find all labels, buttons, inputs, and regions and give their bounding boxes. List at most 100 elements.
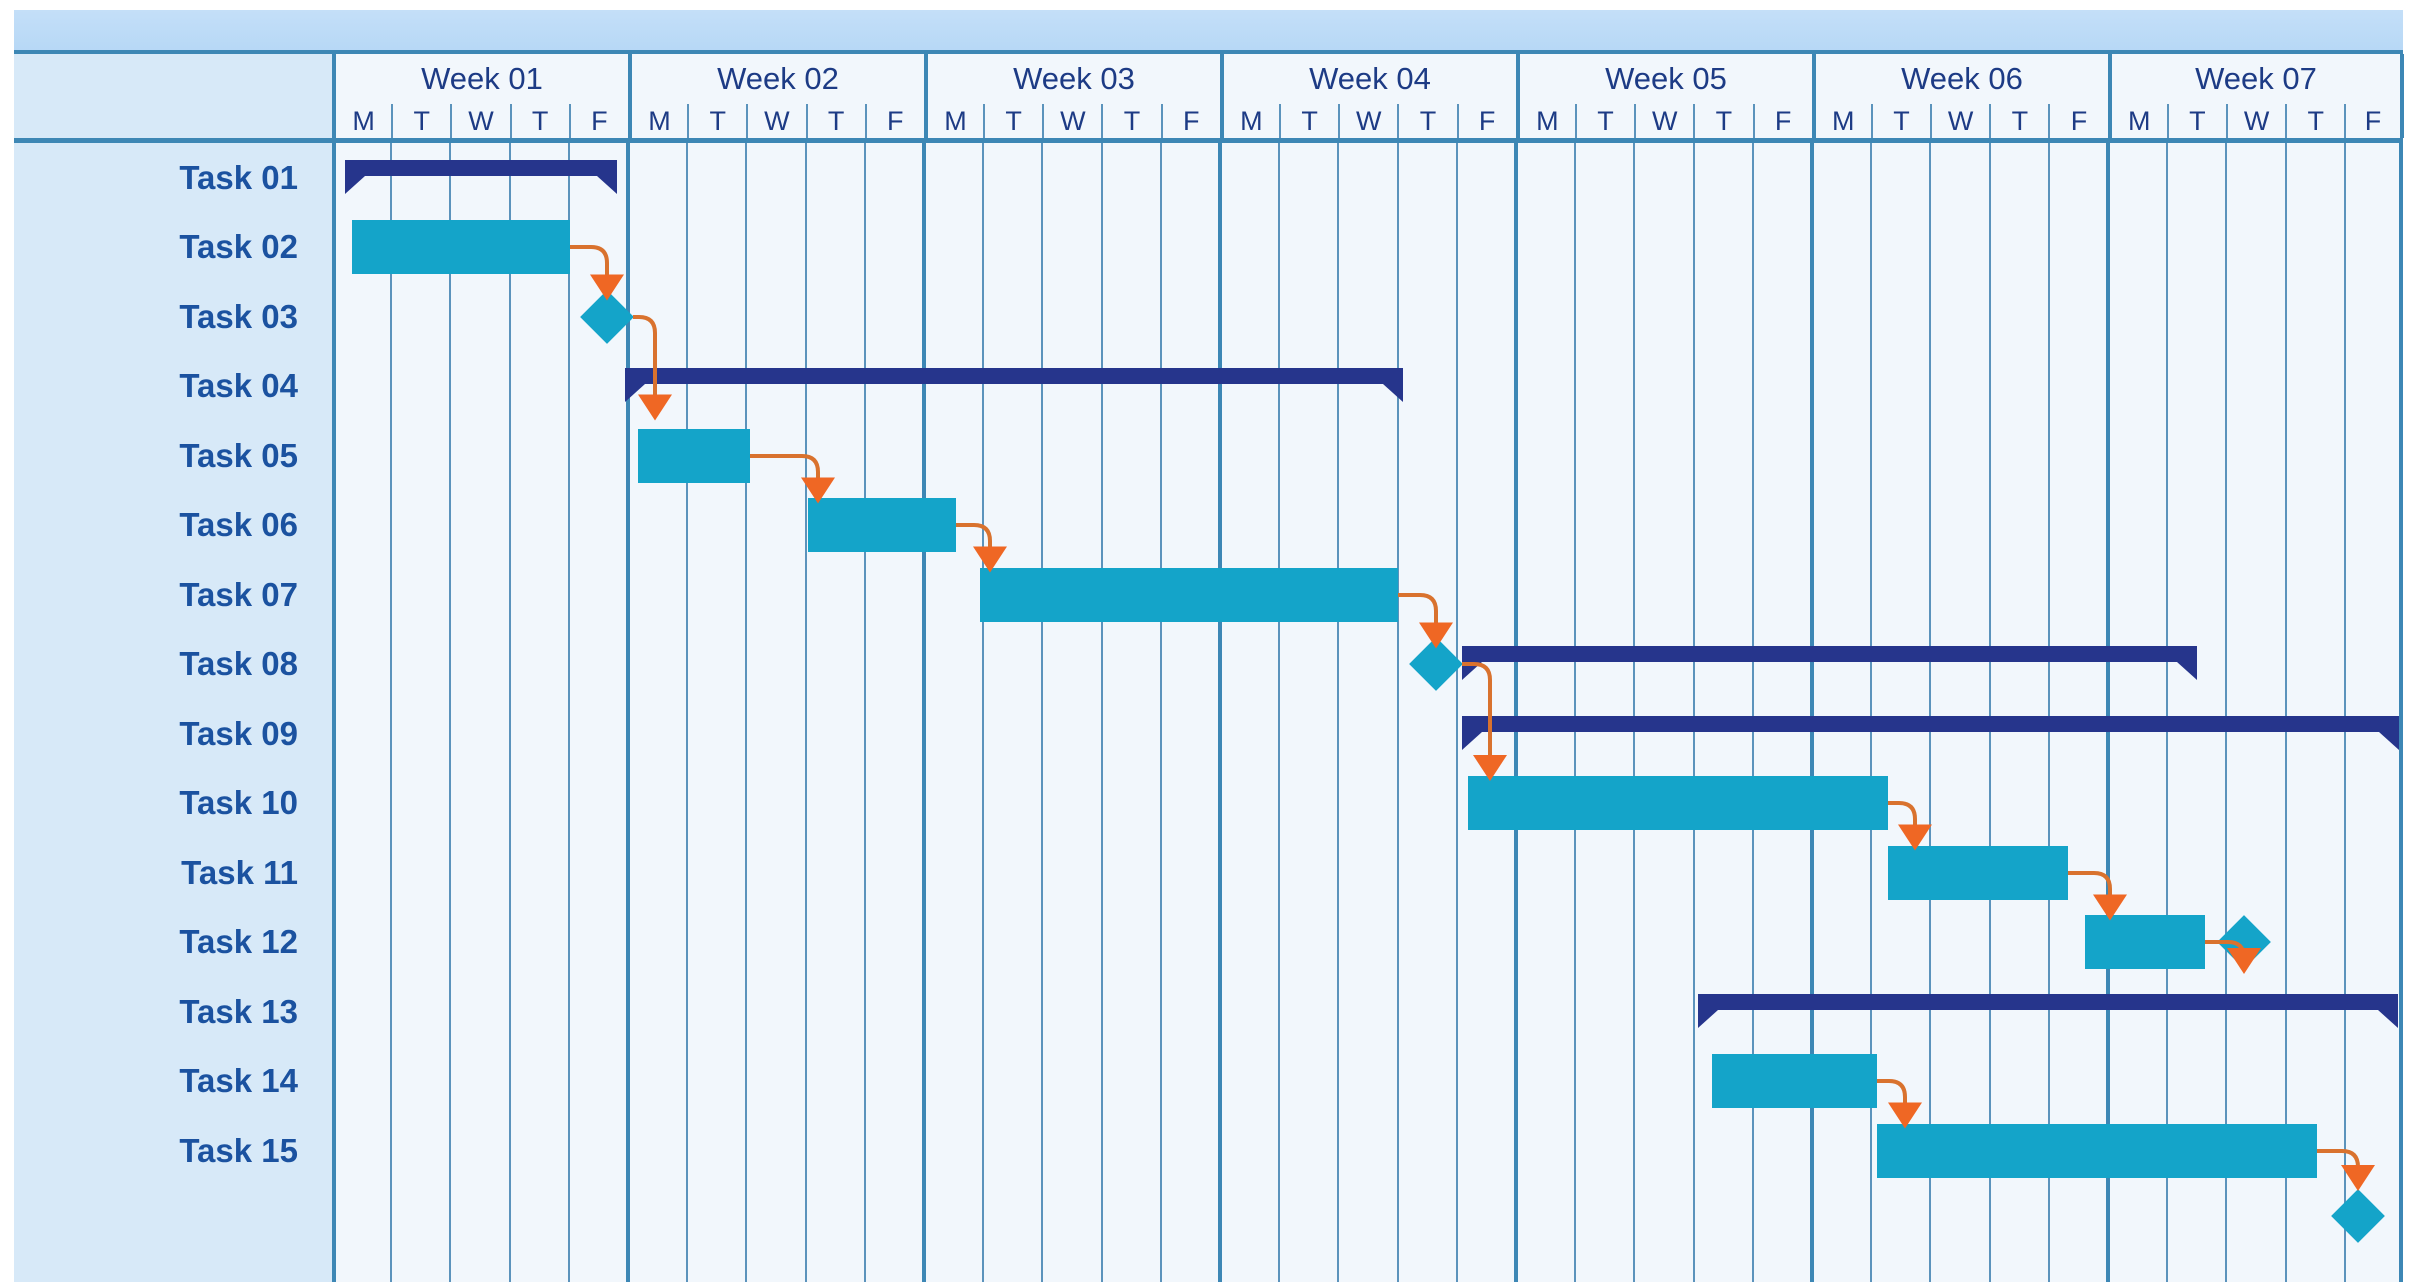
header-corner-cell	[14, 54, 332, 138]
day-divider	[1396, 143, 1399, 1282]
day-header-cell: T	[2166, 104, 2226, 138]
top-banner-fill	[14, 10, 2403, 50]
day-header-cell: T	[391, 104, 451, 138]
day-header-cell: T	[1870, 104, 1931, 138]
task-bar[interactable]	[352, 220, 570, 275]
summary-cap-left	[625, 384, 645, 403]
task-label-13[interactable]: Task 13	[179, 992, 298, 1030]
task-label-12[interactable]: Task 12	[179, 923, 298, 961]
day-divider	[1455, 143, 1458, 1282]
milestone-diamond[interactable]	[2331, 1188, 2385, 1243]
day-header-cell: W	[1042, 104, 1102, 138]
task-label-6[interactable]: Task 06	[179, 506, 298, 544]
task-bar[interactable]	[1468, 776, 1888, 831]
summary-bar[interactable]	[1698, 993, 2398, 1028]
day-divider	[1278, 143, 1281, 1282]
summary-cap-left	[1462, 662, 1482, 681]
summary-cap-right	[597, 175, 617, 194]
summary-cap-left	[345, 175, 365, 194]
day-header-cell: M	[1811, 104, 1871, 138]
week-divider	[1514, 143, 1518, 1282]
day-divider	[2047, 143, 2050, 1282]
task-bar[interactable]	[638, 428, 750, 483]
week-divider	[1810, 143, 1814, 1282]
task-label-3[interactable]: Task 03	[179, 297, 298, 335]
day-divider	[1337, 143, 1340, 1282]
day-header-cell: T	[1101, 104, 1161, 138]
summary-bar[interactable]	[1462, 646, 2197, 681]
day-divider	[1633, 143, 1636, 1282]
milestone-diamond[interactable]	[1409, 637, 1463, 692]
day-header-cell: M	[2107, 104, 2167, 138]
summary-cap-right	[2378, 1009, 2398, 1028]
day-header-cell: F	[1752, 104, 1812, 138]
header-bottom-rule	[14, 138, 2403, 143]
day-divider	[449, 143, 452, 1282]
task-label-1[interactable]: Task 01	[179, 158, 298, 196]
week-header-cell-4: Week 04	[1220, 54, 1516, 104]
task-bar[interactable]	[1877, 1123, 2317, 1178]
summary-cap-left	[1462, 731, 1482, 750]
task-label-15[interactable]: Task 15	[179, 1131, 298, 1169]
task-label-column: Task 01 Task 02 Task 03 Task 04 Task 05 Task …	[14, 143, 332, 1282]
summary-bar[interactable]	[1462, 715, 2399, 750]
week-header-cell-7: Week 07	[2108, 54, 2404, 104]
task-label-8[interactable]: Task 08	[179, 645, 298, 683]
day-divider	[390, 143, 393, 1282]
day-header-cell: F	[1456, 104, 1516, 138]
grid-left-edge	[332, 143, 336, 1282]
timeline-grid	[332, 143, 2403, 1282]
task-label-column-bg	[14, 143, 332, 1282]
day-header-cell: F	[864, 104, 924, 138]
week-divider	[2106, 143, 2110, 1282]
summary-bar[interactable]	[345, 159, 617, 194]
day-header-cell: W	[1634, 104, 1694, 138]
summary-cap-right	[2379, 731, 2399, 750]
task-bar[interactable]	[1888, 845, 2068, 900]
task-label-14[interactable]: Task 14	[179, 1062, 298, 1100]
task-label-5[interactable]: Task 05	[179, 436, 298, 474]
task-bar[interactable]	[1712, 1054, 1877, 1109]
day-header-cell: T	[1279, 104, 1339, 138]
week-header-cell-1: Week 01	[332, 54, 628, 104]
day-header-cell: W	[746, 104, 806, 138]
week-header-cell-5: Week 05	[1516, 54, 1812, 104]
week-header-cell-3: Week 03	[924, 54, 1220, 104]
day-divider	[1870, 143, 1873, 1282]
summary-cap-right	[1383, 384, 1403, 403]
task-label-2[interactable]: Task 02	[179, 228, 298, 266]
task-label-10[interactable]: Task 10	[179, 784, 298, 822]
day-header-cell: T	[687, 104, 747, 138]
grid-right-edge	[2399, 143, 2403, 1282]
day-header-cell: M	[332, 104, 392, 138]
summary-cap-left	[1698, 1009, 1718, 1028]
day-header-cell: M	[1219, 104, 1279, 138]
day-header-cell: M	[923, 104, 984, 138]
day-header-cell: W	[450, 104, 510, 138]
day-divider	[982, 143, 985, 1282]
task-label-9[interactable]: Task 09	[179, 714, 298, 752]
task-label-11[interactable]: Task 11	[181, 853, 298, 891]
day-header-cell: F	[1160, 104, 1220, 138]
day-header-cell: T	[509, 104, 569, 138]
day-divider	[1574, 143, 1577, 1282]
day-header-cell: F	[2344, 104, 2404, 138]
day-header-cell: F	[568, 104, 628, 138]
day-header-cell: T	[1989, 104, 2049, 138]
task-bar[interactable]	[980, 567, 1398, 622]
day-divider	[1929, 143, 1932, 1282]
task-bar[interactable]	[808, 498, 956, 553]
task-label-7[interactable]: Task 07	[179, 575, 298, 613]
task-bar[interactable]	[2085, 915, 2205, 970]
summary-bar[interactable]	[625, 368, 1403, 403]
day-header-cell: T	[805, 104, 865, 138]
day-header-cell: T	[983, 104, 1043, 138]
day-header-cell: W	[2226, 104, 2286, 138]
task-label-4[interactable]: Task 04	[179, 367, 298, 405]
summary-cap-right	[2177, 662, 2197, 681]
day-header-cell: F	[2048, 104, 2108, 138]
day-divider	[863, 143, 866, 1282]
